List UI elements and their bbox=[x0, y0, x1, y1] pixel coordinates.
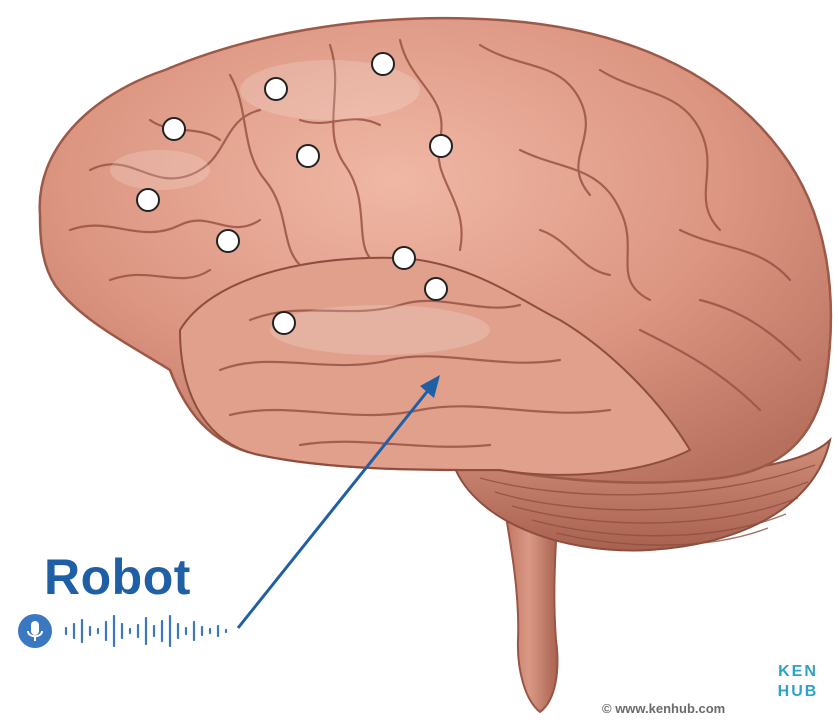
pin-marker[interactable] bbox=[372, 53, 394, 75]
pin-marker[interactable] bbox=[425, 278, 447, 300]
pin-marker[interactable] bbox=[163, 118, 185, 140]
audio-waveform-icon bbox=[60, 612, 240, 650]
pin-marker[interactable] bbox=[217, 230, 239, 252]
logo-line-1: KEN bbox=[770, 664, 826, 680]
pin-marker[interactable] bbox=[137, 189, 159, 211]
pin-marker[interactable] bbox=[430, 135, 452, 157]
copyright-credit: © www.kenhub.com bbox=[602, 701, 725, 716]
pin-marker[interactable] bbox=[297, 145, 319, 167]
microphone-icon[interactable] bbox=[18, 614, 52, 648]
pin-marker[interactable] bbox=[273, 312, 295, 334]
logo-line-2: HUB bbox=[770, 684, 826, 700]
pin-marker[interactable] bbox=[265, 78, 287, 100]
answer-label: Robot bbox=[44, 548, 191, 606]
pin-marker[interactable] bbox=[393, 247, 415, 269]
